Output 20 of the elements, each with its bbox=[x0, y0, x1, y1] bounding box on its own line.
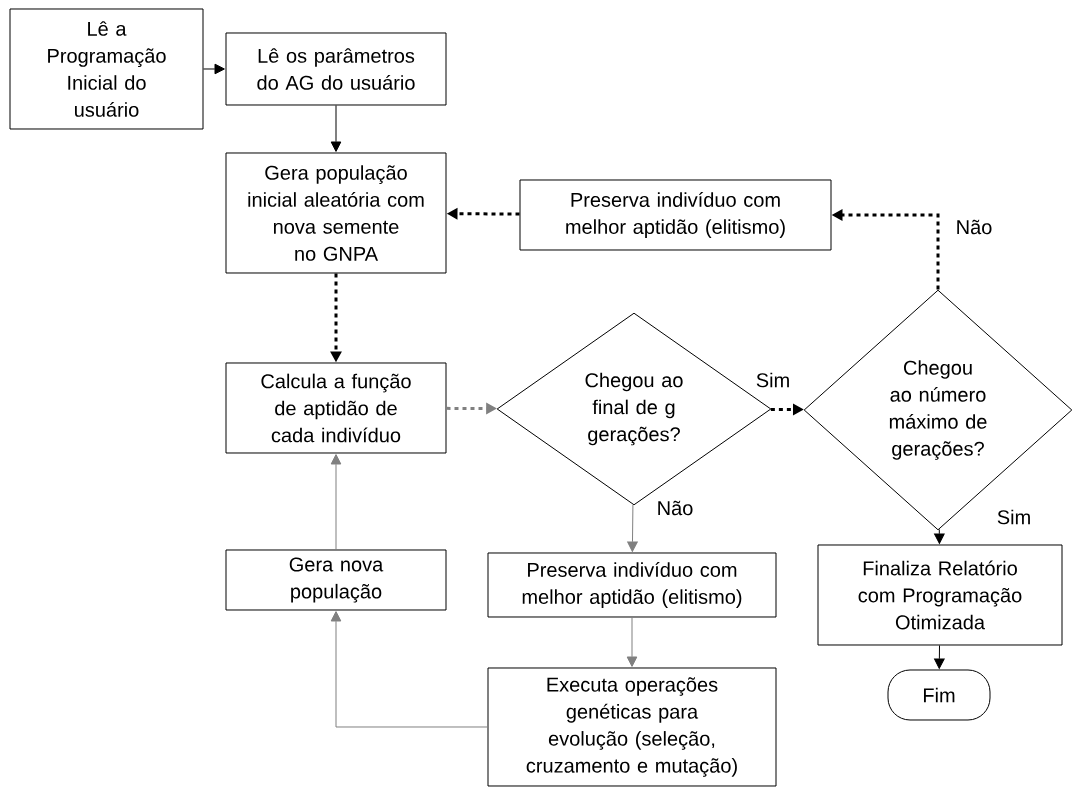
terminal-box: Fim bbox=[887, 669, 991, 721]
edge-label: Sim bbox=[995, 508, 1033, 526]
arrow bbox=[627, 504, 638, 552]
process-box: Executa operações genéticas para evolução (seleção, cruzamento e mutação) bbox=[487, 667, 777, 787]
process-box: Gera população inicial aleatória com nova semente no GNPA bbox=[225, 152, 447, 274]
arrow bbox=[934, 528, 945, 544]
process-box: Preserva indivíduo com melhor aptidão (elitismo) bbox=[519, 179, 832, 251]
process-box: Finaliza Relatório com Programação Otimizada bbox=[817, 544, 1063, 646]
process-box: Gera nova população bbox=[225, 549, 447, 611]
arrow bbox=[203, 63, 225, 75]
arrow bbox=[330, 105, 342, 152]
process-box: Preserva indivíduo com melhor aptidão (elitismo) bbox=[487, 552, 777, 618]
arrow bbox=[626, 617, 638, 667]
process-box: Calcula a função de aptidão de cada indivíduo bbox=[225, 362, 447, 454]
process-box: Lê a Programação Inicial do usuário bbox=[9, 8, 204, 130]
arrow bbox=[330, 454, 342, 550]
arrow bbox=[330, 611, 488, 728]
process-box: Lê os parâmetros do AG do usuário bbox=[225, 32, 447, 106]
arrow bbox=[934, 645, 945, 669]
edge-label: Não bbox=[954, 218, 994, 236]
